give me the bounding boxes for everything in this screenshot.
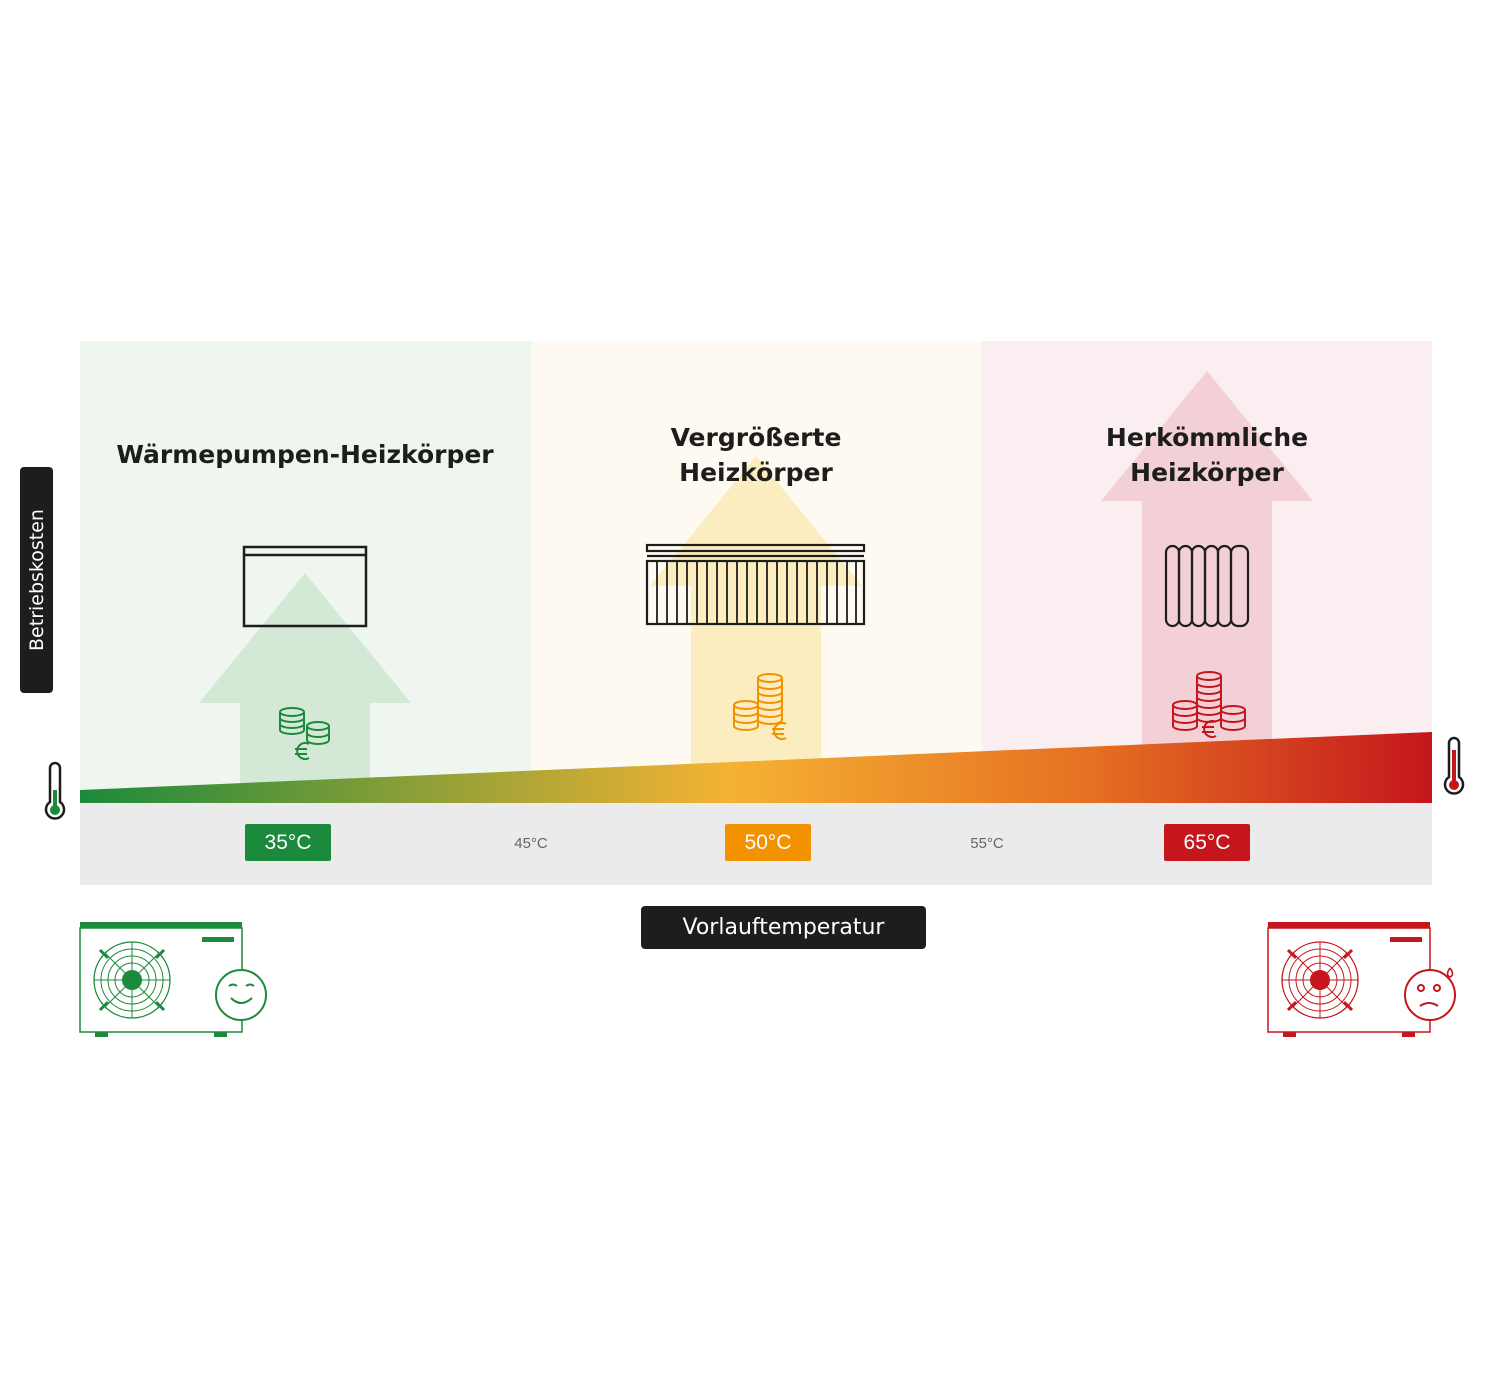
temperature-badge-50: 50°C	[725, 824, 811, 861]
heat-pump-green-icon	[79, 922, 243, 1037]
zone-title-conventional: Herkömmliche Heizkörper	[1032, 420, 1382, 490]
sweating-face-icon	[1404, 967, 1456, 1021]
thermometer-low-icon	[44, 761, 66, 820]
temperature-gradient-wedge	[80, 732, 1432, 803]
zone-title-line: Vergrößerte	[670, 423, 842, 452]
temperature-badge-35: 35°C	[245, 824, 331, 861]
temperature-badge-65: 65°C	[1164, 824, 1250, 861]
temperature-label-45: 45°C	[514, 835, 548, 852]
cost-arrow-medium	[650, 456, 862, 803]
flat-panel-radiator-icon	[242, 545, 368, 628]
cost-arrow-high	[1101, 371, 1313, 803]
large-coins-euro-icon	[1172, 671, 1246, 738]
zone-title-line: Wärmepumpen-Heizkörper	[116, 440, 494, 469]
y-axis-label-text: Betriebskosten	[25, 509, 48, 651]
small-coins-euro-icon	[279, 707, 330, 760]
large-finned-radiator-icon	[645, 543, 866, 626]
zone-title-enlarged: Vergrößerte Heizkörper	[581, 420, 931, 490]
heat-pump-red-icon	[1267, 922, 1431, 1037]
happy-face-icon	[215, 969, 267, 1021]
cost-arrow-low	[199, 573, 411, 803]
x-axis-label: Vorlauftemperatur	[641, 906, 926, 949]
thermometer-high-icon	[1443, 736, 1465, 795]
temperature-label-55: 55°C	[970, 835, 1004, 852]
zone-title-heat-pump: Wärmepumpen-Heizkörper	[100, 437, 510, 472]
zone-title-line: Heizkörper	[679, 458, 833, 487]
sectional-radiator-icon	[1164, 544, 1250, 628]
zone-title-line: Heizkörper	[1130, 458, 1284, 487]
zone-title-line: Herkömmliche	[1105, 423, 1309, 452]
y-axis-label: Betriebskosten	[20, 467, 53, 693]
medium-coins-euro-icon	[733, 673, 787, 740]
